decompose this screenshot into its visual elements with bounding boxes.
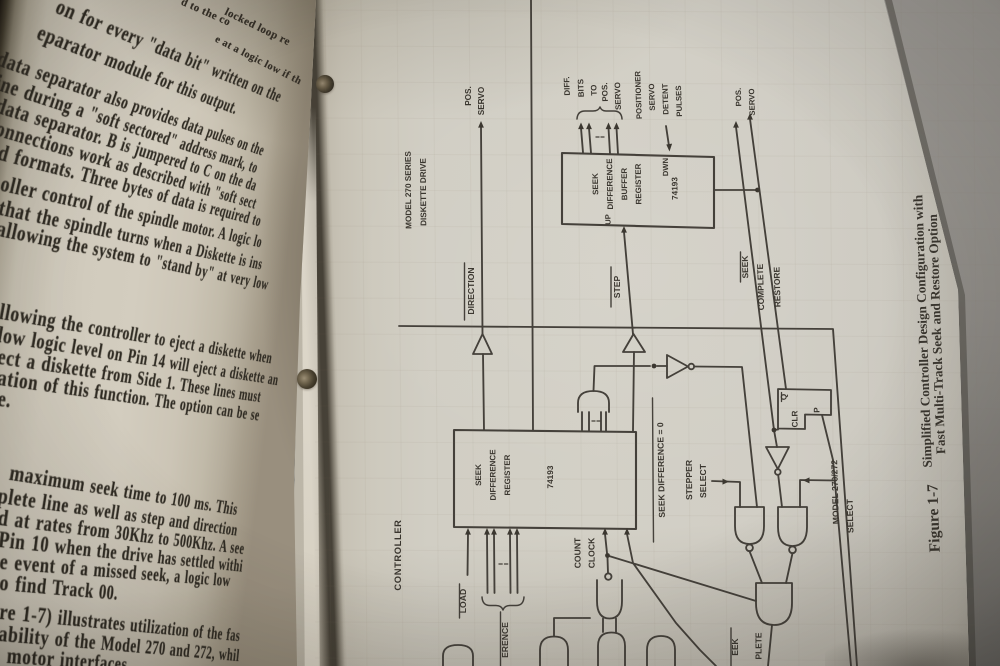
svg-text:RESTORE: RESTORE xyxy=(771,266,782,307)
svg-text:SEEK: SEEK xyxy=(591,173,600,195)
svg-text:SEEK DIFFERENCE = 0: SEEK DIFFERENCE = 0 xyxy=(655,422,667,518)
svg-text:COMPLETE: COMPLETE xyxy=(755,263,766,310)
svg-text:REGISTER: REGISTER xyxy=(503,454,512,495)
svg-text:LOAD: LOAD xyxy=(458,589,468,613)
svg-text:POS.: POS. xyxy=(464,86,473,106)
svg-text:SERVO: SERVO xyxy=(747,88,757,115)
svg-text:PULSES: PULSES xyxy=(674,85,684,116)
svg-text:EEK: EEK xyxy=(730,638,740,655)
svg-text:Figure 1-7: Figure 1-7 xyxy=(924,484,943,553)
svg-text:MODEL 270/272: MODEL 270/272 xyxy=(829,460,841,525)
svg-text:MODEL 270 SERIES: MODEL 270 SERIES xyxy=(404,151,414,229)
svg-text:SEEK: SEEK xyxy=(474,464,483,486)
svg-text:SELECT: SELECT xyxy=(698,463,708,498)
svg-text:POS.: POS. xyxy=(734,88,743,107)
svg-text:DISKETTE DRIVE: DISKETTE DRIVE xyxy=(419,158,429,226)
svg-text:STEP: STEP xyxy=(612,276,622,299)
svg-text:SEEK: SEEK xyxy=(740,256,751,279)
svg-text:POSITIONER: POSITIONER xyxy=(633,71,644,120)
svg-text:REGISTER: REGISTER xyxy=(634,163,644,204)
svg-text:STEPPER: STEPPER xyxy=(684,459,694,500)
svg-text:DIRECTION: DIRECTION xyxy=(466,267,476,314)
svg-text:CLR: CLR xyxy=(790,410,799,427)
svg-text:SERVO: SERVO xyxy=(647,83,657,110)
svg-text:74193: 74193 xyxy=(545,465,555,489)
svg-text:BITS: BITS xyxy=(576,78,586,97)
svg-text:PLETE: PLETE xyxy=(754,632,764,659)
svg-text:DIFFERENCE: DIFFERENCE xyxy=(605,158,615,210)
svg-text:Q: Q xyxy=(779,393,788,400)
svg-text:DIFFERENCE: DIFFERENCE xyxy=(488,449,497,501)
svg-text:ERENCE: ERENCE xyxy=(500,622,510,658)
svg-text:COUNT: COUNT xyxy=(572,537,582,568)
svg-text:DIFF.: DIFF. xyxy=(562,76,572,95)
svg-text:DETENT: DETENT xyxy=(660,83,670,115)
svg-text:UP: UP xyxy=(603,214,612,225)
svg-text:CONTROLLER: CONTROLLER xyxy=(392,519,403,590)
svg-text:DWN: DWN xyxy=(661,158,670,176)
svg-text:TO: TO xyxy=(589,84,598,95)
svg-text:P: P xyxy=(812,407,821,413)
svg-text:SELECT: SELECT xyxy=(845,498,856,533)
svg-text:74193: 74193 xyxy=(670,177,679,200)
svg-text:BUFFER: BUFFER xyxy=(620,168,630,201)
svg-text:CLOCK: CLOCK xyxy=(586,537,596,568)
svg-text:SERVO: SERVO xyxy=(477,86,486,115)
svg-text:POS.: POS. xyxy=(600,82,610,101)
svg-text:SERVO: SERVO xyxy=(613,82,623,110)
